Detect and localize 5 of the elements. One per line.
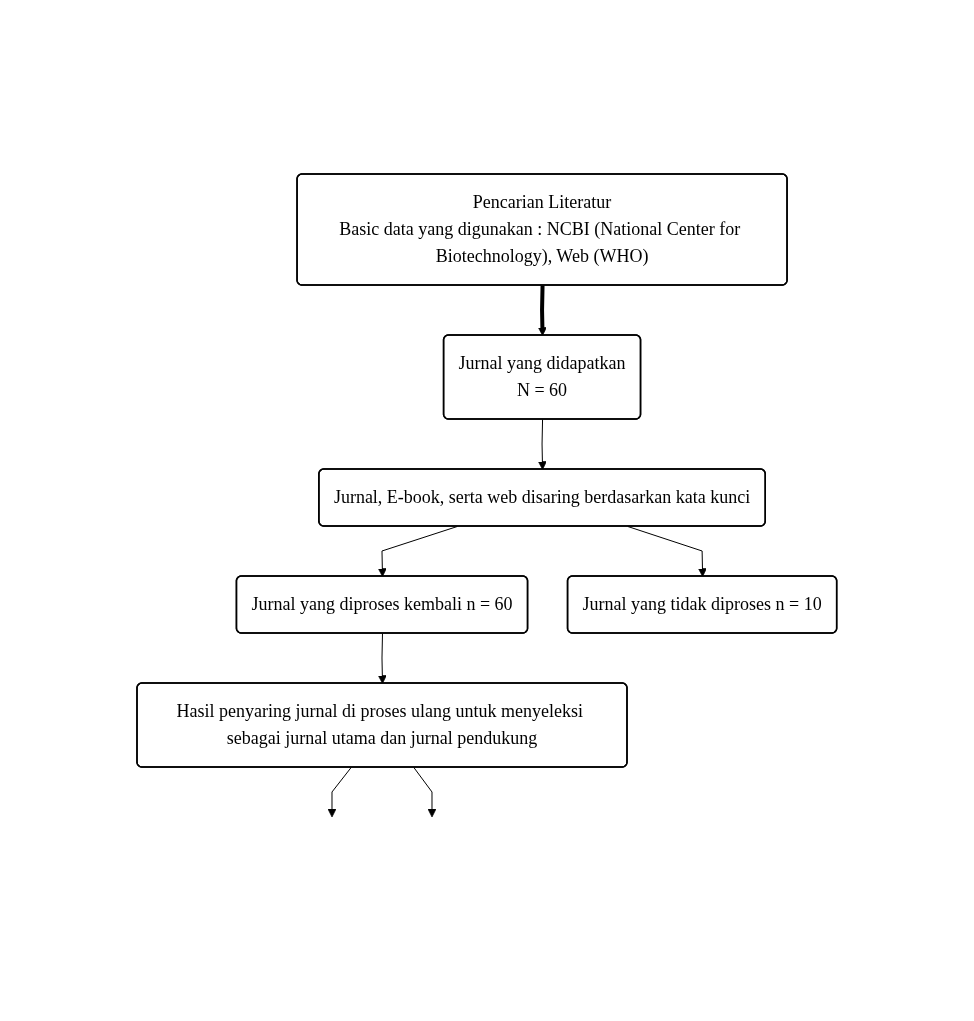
- arrow: [378, 633, 387, 684]
- arrow: [413, 767, 437, 818]
- arrow: [327, 767, 352, 818]
- arrow: [538, 419, 547, 470]
- arrow: [538, 285, 547, 336]
